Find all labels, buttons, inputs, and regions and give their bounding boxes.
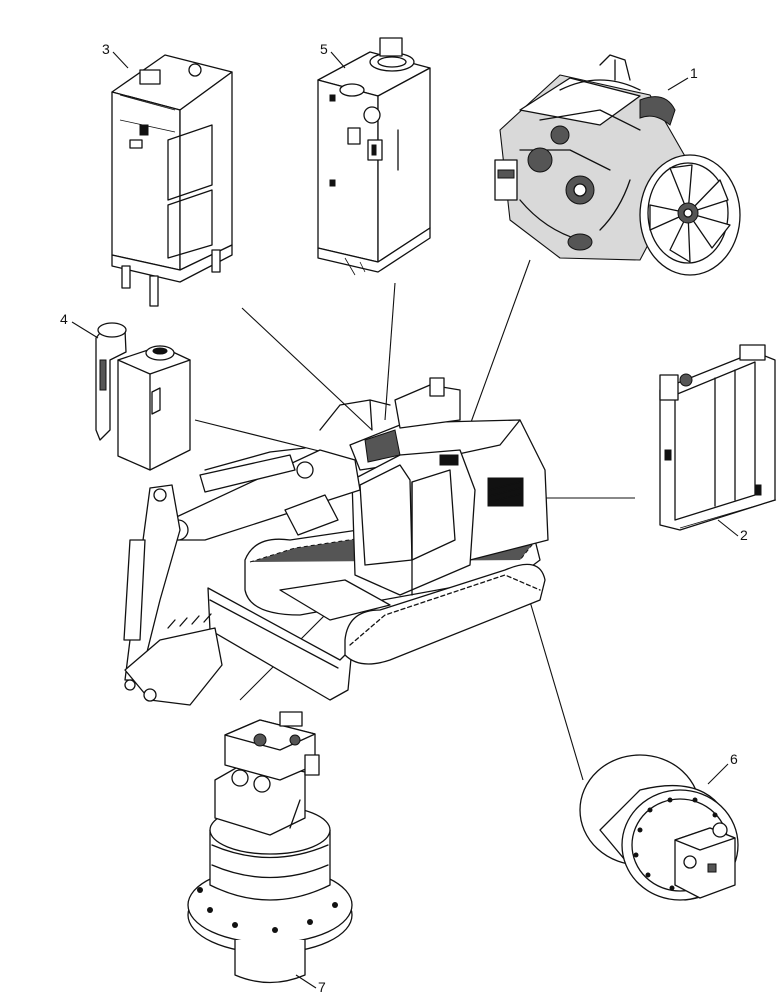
callout-4: 4	[60, 311, 99, 339]
callout-1: 1	[667, 65, 698, 91]
callout-number: 3	[102, 41, 110, 57]
callout-6: 6	[707, 751, 738, 785]
callout-number: 6	[730, 751, 738, 767]
excavator	[123, 377, 549, 706]
engine	[494, 54, 741, 276]
callout-7: 7	[295, 974, 326, 995]
callout-number: 4	[60, 311, 68, 327]
callout-5: 5	[320, 41, 346, 69]
callout-3: 3	[102, 41, 129, 69]
def-tank	[317, 37, 431, 276]
callout-number: 5	[320, 41, 328, 57]
callout-number: 7	[318, 979, 326, 995]
swing-motor	[187, 711, 353, 984]
radiator	[659, 344, 777, 531]
callout-number: 1	[690, 65, 698, 81]
callout-number: 2	[740, 527, 748, 543]
fuel-tank	[95, 322, 191, 471]
callout-2: 2	[717, 519, 748, 543]
hydraulic-tank	[111, 54, 233, 307]
travel-motor	[579, 754, 739, 901]
